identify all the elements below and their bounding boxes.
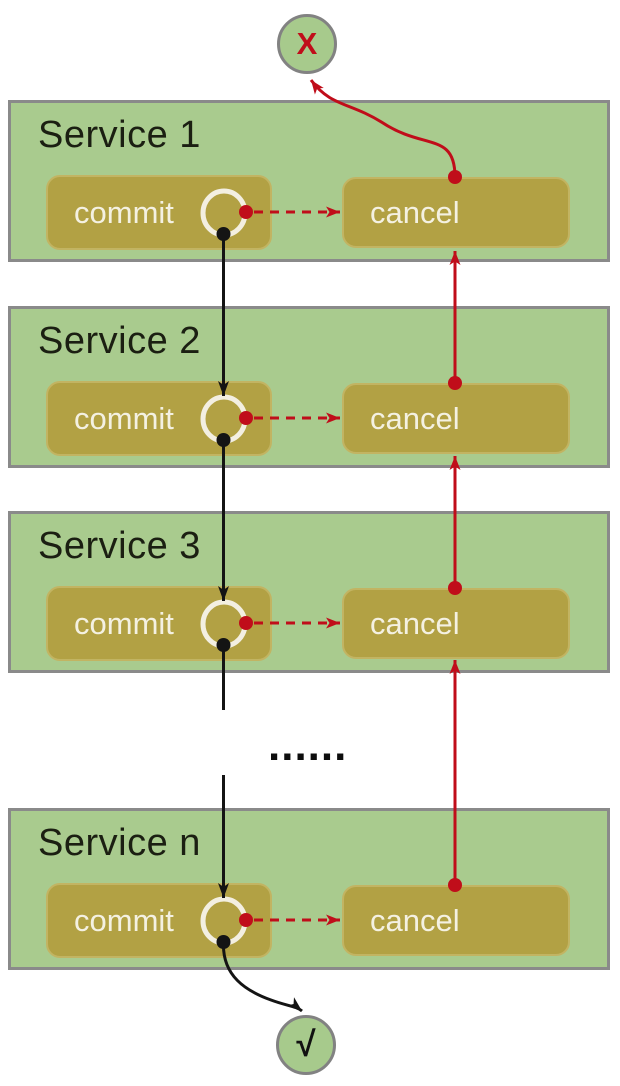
service-title: Service 1	[38, 114, 201, 156]
service-box-2: Service 2 commit cancel	[8, 306, 610, 468]
cancel-button: cancel	[342, 588, 570, 659]
commit-button: commit	[46, 381, 272, 456]
cancel-button: cancel	[342, 383, 570, 454]
cancel-button: cancel	[342, 885, 570, 956]
success-node-label: √	[296, 1025, 316, 1064]
ellipsis-dots: ......	[268, 721, 348, 770]
service-box-1: Service 1 commit cancel	[8, 100, 610, 262]
success-node: √	[276, 1015, 336, 1075]
commit-button: commit	[46, 883, 272, 958]
cancel-button: cancel	[342, 177, 570, 248]
commit-button: commit	[46, 586, 272, 661]
failure-node-label: X	[296, 26, 318, 61]
service-box-3: Service 3 commit cancel	[8, 511, 610, 673]
service-title: Service 2	[38, 320, 201, 362]
service-box-n: Service n commit cancel	[8, 808, 610, 970]
failure-node: X	[277, 14, 337, 74]
service-title: Service n	[38, 822, 201, 864]
service-title: Service 3	[38, 525, 201, 567]
commit-button: commit	[46, 175, 272, 250]
